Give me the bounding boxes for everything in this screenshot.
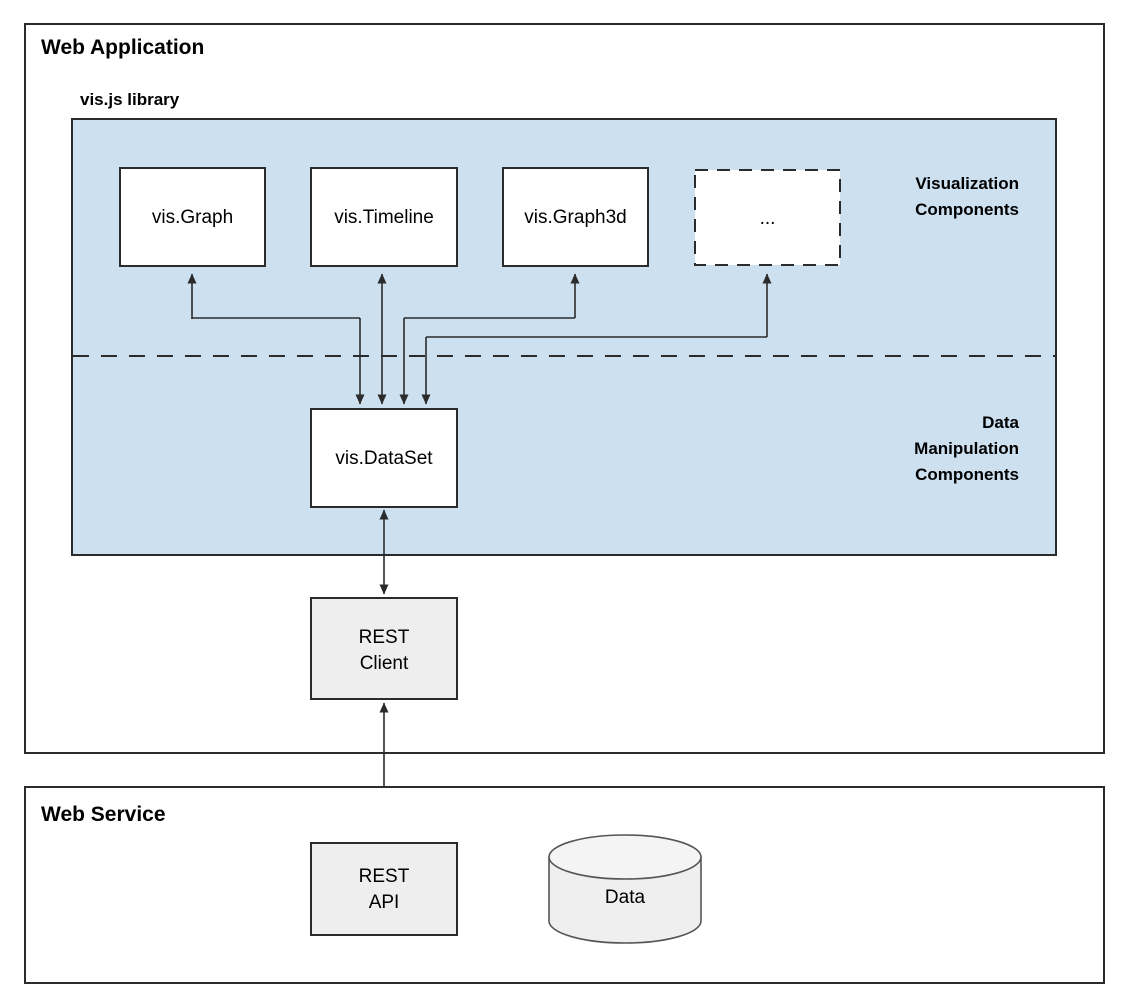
node-more-components-box[interactable] bbox=[694, 169, 841, 266]
node-rest-api-box[interactable] bbox=[310, 842, 458, 936]
node-more-components[interactable]: ... bbox=[694, 169, 841, 266]
node-vis-graph3d-box[interactable] bbox=[502, 167, 649, 267]
web-service-title: Web Service bbox=[41, 803, 166, 826]
node-data-store-label: Data bbox=[605, 887, 646, 908]
visjs-library-group: vis.js library Visualization Components … bbox=[71, 90, 1057, 556]
node-vis-dataset[interactable]: vis.DataSet bbox=[310, 408, 458, 508]
data-manipulation-zone-label-line3: Components bbox=[915, 465, 1019, 484]
visualization-zone-label-line1: Visualization bbox=[915, 174, 1019, 193]
node-rest-client-label-line1: REST bbox=[359, 627, 410, 648]
node-vis-timeline-label: vis.Timeline bbox=[334, 207, 434, 228]
node-vis-timeline-box[interactable] bbox=[310, 167, 458, 267]
data-manipulation-zone-label: Data Manipulation Components bbox=[914, 413, 1019, 484]
node-rest-client[interactable]: REST Client bbox=[310, 597, 458, 700]
node-data-store-cylinder-top bbox=[548, 834, 702, 880]
node-vis-dataset-box[interactable] bbox=[310, 408, 458, 508]
node-vis-graph3d-label: vis.Graph3d bbox=[524, 207, 626, 228]
node-more-components-label: ... bbox=[760, 208, 776, 229]
visualization-zone-label-line2: Components bbox=[915, 200, 1019, 219]
node-vis-graph3d[interactable]: vis.Graph3d bbox=[502, 167, 649, 267]
node-rest-client-box[interactable] bbox=[310, 597, 458, 700]
node-vis-timeline[interactable]: vis.Timeline bbox=[310, 167, 458, 267]
node-rest-api[interactable]: REST API bbox=[310, 842, 458, 936]
connector-group bbox=[187, 273, 772, 894]
visualization-zone-label: Visualization Components bbox=[915, 174, 1019, 219]
node-vis-graph[interactable]: vis.Graph bbox=[119, 167, 266, 267]
node-rest-client-label-line2: Client bbox=[360, 653, 409, 674]
node-rest-api-label-line1: REST bbox=[359, 866, 410, 887]
node-vis-dataset-label: vis.DataSet bbox=[335, 448, 433, 469]
node-data-store-cylinder-body[interactable] bbox=[548, 856, 702, 944]
data-manipulation-zone-label-line2: Manipulation bbox=[914, 439, 1019, 458]
visjs-library-title: vis.js library bbox=[80, 90, 180, 109]
node-vis-graph-box[interactable] bbox=[119, 167, 266, 267]
node-data-store[interactable]: Data bbox=[548, 834, 702, 944]
node-rest-api-label-line2: API bbox=[369, 892, 400, 913]
node-vis-graph-label: vis.Graph bbox=[152, 207, 233, 228]
data-manipulation-zone-label-line1: Data bbox=[982, 413, 1019, 432]
web-application-title: Web Application bbox=[41, 36, 204, 59]
visualization-components: vis.Graph vis.Timeline vis.Graph3d ... bbox=[119, 167, 841, 267]
